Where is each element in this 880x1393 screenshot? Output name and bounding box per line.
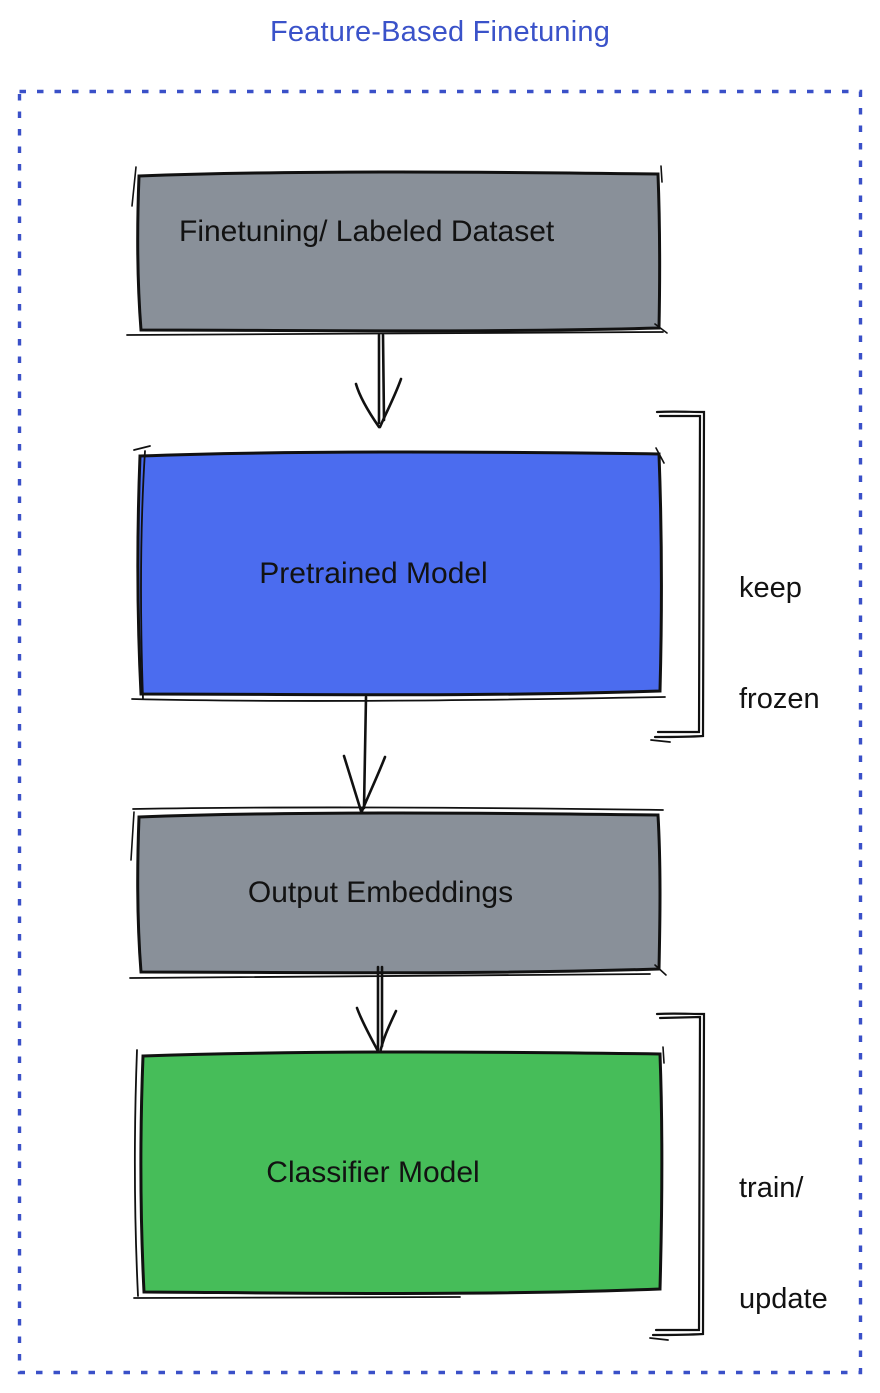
annotation-keep-frozen-line2: frozen <box>739 683 820 715</box>
annotation-train-update: train/ update <box>739 1096 828 1392</box>
dashed-frame-border <box>17 89 863 1375</box>
bracket-train-update <box>649 1012 706 1341</box>
annotation-train-update-line1: train/ <box>739 1172 804 1204</box>
annotation-keep-frozen-line1: keep <box>739 572 802 604</box>
arrow-dataset-to-pretrained <box>354 333 403 429</box>
node-pretrained-model-shape <box>131 445 666 702</box>
diagram-title: Feature-Based Finetuning <box>269 16 611 48</box>
annotation-train-update-line2: update <box>739 1283 828 1315</box>
bracket-keep-frozen <box>650 410 706 743</box>
annotation-keep-frozen: keep frozen <box>739 496 820 792</box>
node-output-embeddings-shape <box>129 806 667 979</box>
node-classifier-model-shape <box>133 1046 665 1299</box>
arrow-pretrained-to-embeddings <box>342 695 387 813</box>
arrow-embeddings-to-classifier <box>355 965 398 1055</box>
node-finetuning-dataset-shape <box>126 165 668 336</box>
